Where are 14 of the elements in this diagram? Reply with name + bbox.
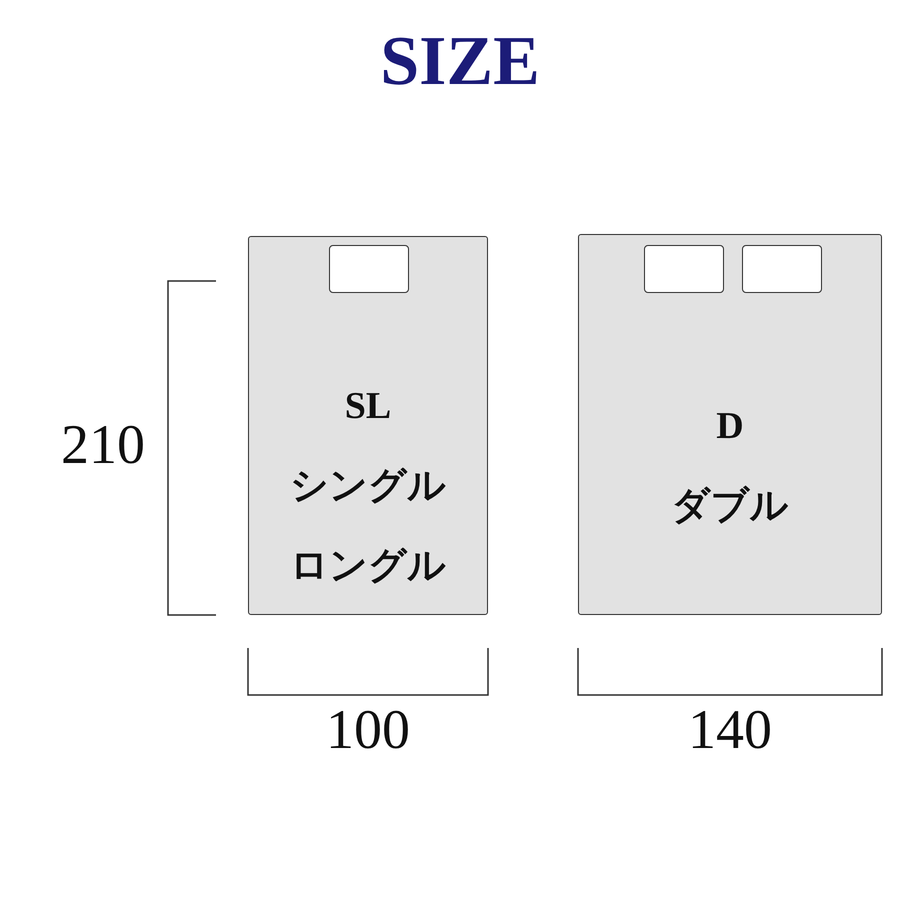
size-name: ダブル — [670, 484, 790, 529]
size-code: D — [715, 404, 745, 449]
dimension-label: 140 — [687, 700, 773, 760]
bed-outline — [578, 234, 882, 615]
size-code: SL — [344, 384, 392, 429]
title: SIZE — [379, 22, 541, 102]
size-name: ロングル — [289, 544, 447, 589]
bed-outline — [248, 236, 488, 615]
pillow — [329, 245, 409, 293]
pillow — [742, 245, 822, 293]
pillow — [644, 245, 724, 293]
size-name: シングル — [289, 464, 447, 509]
dimension-label: 210 — [60, 415, 146, 475]
dimension-label: 100 — [325, 700, 411, 760]
